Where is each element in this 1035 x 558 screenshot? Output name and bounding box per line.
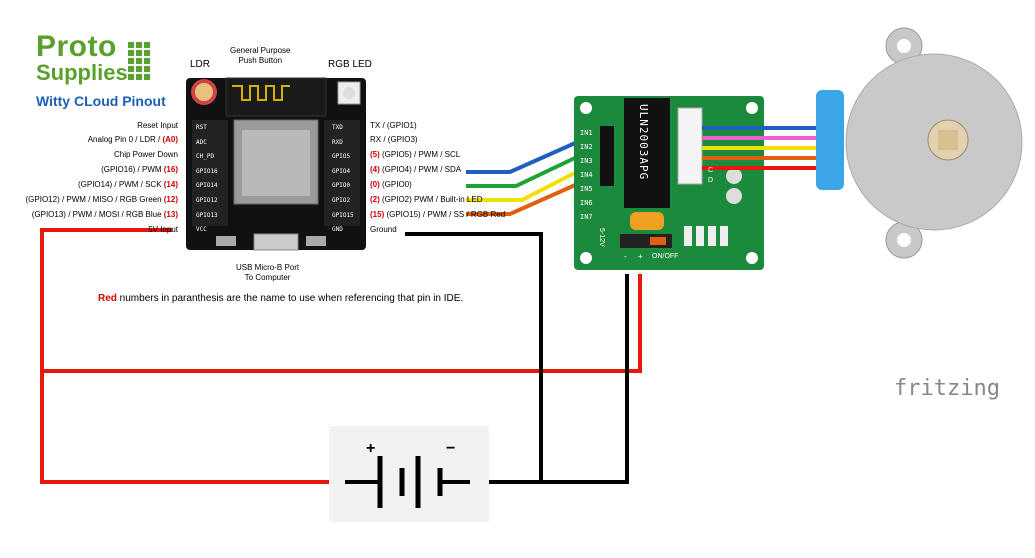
logo-grid-icon <box>128 42 150 80</box>
uln2003-chip <box>624 98 670 208</box>
battery-plus-sign: + <box>366 440 376 457</box>
right-pin-label-3: (4) (GPIO4) / PWM / SDA <box>370 165 462 174</box>
signal-wires <box>466 130 601 216</box>
logo-proto-text: Proto <box>36 30 117 63</box>
battery-minus-sign: − <box>446 440 456 457</box>
board-right-header <box>324 120 360 226</box>
orange-signal-wire <box>466 172 601 216</box>
right-pin-label-2: (5) (GPIO5) / PWM / SCL <box>370 150 461 159</box>
black-wire-ground <box>405 232 543 482</box>
right-pin-label-7: Ground <box>370 225 397 234</box>
usb-port <box>253 233 299 251</box>
fritzing-watermark: fritzing <box>894 376 1000 401</box>
red-wire-5v <box>40 228 345 484</box>
left-pin-label-0: Reset Input <box>137 121 178 130</box>
ldr-label: LDR <box>190 59 211 70</box>
diagram-title: Witty CLoud Pinout <box>36 93 166 109</box>
right-pin-label-0: TX / (GPIO1) <box>370 121 417 130</box>
battery <box>329 426 489 522</box>
logo-supplies-text: Supplies <box>36 60 128 85</box>
driver-plus-label: + <box>638 252 643 261</box>
stepper-motor <box>816 27 1023 259</box>
board-left-header <box>192 120 228 226</box>
right-pin-label-6: (15) (GPIO15) / PWM / SS / RGB Red <box>370 210 506 219</box>
left-pin-label-6: (GPIO13) / PWM / MOSI / RGB Blue (13) <box>31 210 178 219</box>
black-wire-driver-negative <box>430 274 629 484</box>
motor-wires <box>702 126 830 170</box>
driver-minus-label: - <box>624 252 627 261</box>
left-pin-label-3: (GPIO16) / PWM (16) <box>101 165 178 174</box>
left-pin-label-2: Chip Power Down <box>113 150 178 159</box>
left-pin-label-5: (GPIO12) / PWM / MISO / RGB Green (12) <box>25 195 178 204</box>
power-wires <box>40 228 642 484</box>
rgb-led-label: RGB LED <box>328 59 372 70</box>
red-wire-driver-positive <box>42 274 642 373</box>
push-button-label: General Purpose Push Button <box>230 46 291 65</box>
witty-board <box>186 77 366 251</box>
usb-port-label: USB Micro-B Port To Computer <box>236 263 300 282</box>
green-signal-wire <box>466 144 601 188</box>
blue-signal-wire <box>466 130 601 174</box>
right-pin-label-5: (2) (GPIO2) PWM / Built-in LED <box>370 195 483 204</box>
footnote: Red numbers in paranthesis are the name … <box>98 293 464 304</box>
driver-onoff-label: ON/OFF <box>652 253 679 260</box>
left-pin-label-7: 5V Input <box>148 225 178 234</box>
motor-connector <box>677 107 703 185</box>
right-pin-label-4: (0) (GPIO0) <box>370 180 412 189</box>
right-pin-label-1: RX / (GPIO3) <box>370 135 418 144</box>
driver-voltage-label: 5-12V <box>598 228 605 247</box>
driver-chip-label: ULN2003APG <box>637 104 650 181</box>
left-pin-label-1: Analog Pin 0 / LDR / (A0) <box>87 135 178 144</box>
left-pin-label-4: (GPIO14) / PWM / SCK (14) <box>77 180 178 189</box>
